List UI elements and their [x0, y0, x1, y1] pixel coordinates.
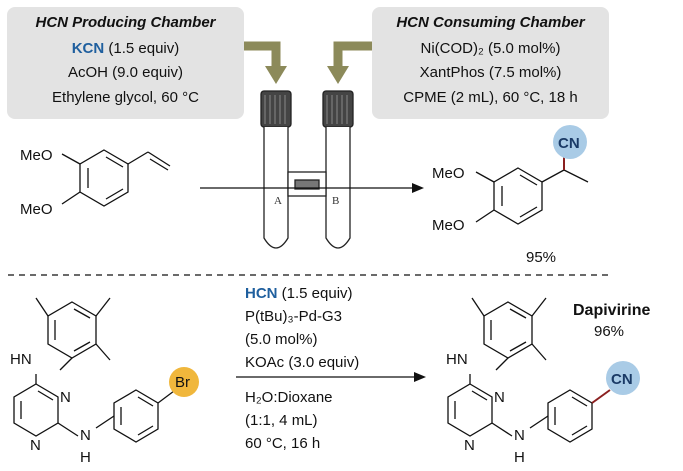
sm-n2-label: N: [30, 437, 41, 454]
olive-arrow-left: [244, 41, 281, 70]
catalyst-loading-line: (5.0 mol%): [245, 331, 318, 348]
kcn-label: KCN: [71, 40, 105, 57]
solvent-line: H₂O:Dioxane: [245, 389, 333, 406]
time-temp-line: 60 °C, 16 h: [245, 435, 321, 452]
chamber-b-label: B: [332, 195, 339, 207]
prod-h-label: H: [514, 449, 525, 466]
olive-arrowhead-right: [327, 66, 349, 84]
cn-highlight-circle-bottom: [606, 361, 640, 395]
prod-hn-label: HN: [446, 351, 468, 368]
chamber-a-label: A: [274, 195, 282, 207]
cn-highlight-circle-top: [553, 125, 587, 159]
kcn-amount: (1.5 equiv): [104, 40, 180, 57]
hcn-amount: (1.5 equiv): [277, 285, 353, 302]
catalyst-line: P(tBu)₃-Pd-G3: [245, 308, 342, 325]
sm-h-label: H: [80, 449, 91, 466]
consuming-chamber-title: HCN Consuming Chamber: [396, 14, 585, 31]
top-arrowhead: [412, 183, 424, 193]
br-highlight-circle: [169, 367, 199, 397]
sm-nh-label: N: [80, 427, 91, 444]
producing-reagent-line: KCN (1.5 equiv): [7, 39, 244, 59]
sm-n1-label: N: [60, 389, 71, 406]
prod-n2-label: N: [464, 437, 475, 454]
prod-n1-label: N: [494, 389, 505, 406]
product-name: Dapivirine: [573, 302, 651, 319]
bottom-arrowhead: [414, 372, 426, 382]
sm-hn-label: HN: [10, 351, 32, 368]
dimethoxystyrene-structure: [61, 149, 171, 207]
dapivirine-structure: [447, 297, 593, 443]
hcn-consuming-chamber-box: HCN Consuming Chamber Ni(COD)₂ (5.0 mol%…: [372, 7, 609, 119]
acoh-line: AcOH (9.0 equiv): [67, 64, 184, 81]
hcn-producing-chamber-box: HCN Producing Chamber KCN (1.5 equiv) Ac…: [7, 7, 244, 119]
xantphos-line: XantPhos (7.5 mol%): [419, 64, 562, 81]
hcn-reagent-line: HCN (1.5 equiv): [245, 284, 353, 304]
cn-label-bottom: CN: [611, 371, 633, 388]
sm-meo-top: MeO: [20, 147, 53, 164]
olive-arrow-right: [333, 41, 372, 70]
hcn-label: HCN: [245, 285, 278, 302]
base-line: KOAc (3.0 equiv): [245, 354, 360, 371]
aryl-bromide-structure: [13, 297, 175, 443]
cn-label-top: CN: [558, 135, 580, 152]
prod-nh-label: N: [514, 427, 525, 444]
prod-meo-bottom: MeO: [432, 217, 465, 234]
ratio-line: (1:1, 4 mL): [245, 412, 318, 429]
top-yield: 95%: [526, 249, 556, 266]
cpme-line: CPME (2 mL), 60 °C, 18 h: [403, 89, 578, 106]
branched-nitrile-product: [475, 167, 589, 225]
producing-chamber-title: HCN Producing Chamber: [35, 14, 216, 31]
prod-meo-top: MeO: [432, 165, 465, 182]
two-chamber-vessel: [260, 90, 354, 249]
br-label: Br: [175, 374, 190, 391]
bottom-yield: 96%: [594, 323, 625, 340]
sm-meo-bottom: MeO: [20, 201, 53, 218]
olive-arrowhead-left: [265, 66, 287, 84]
nicod-line: Ni(COD)₂ (5.0 mol%): [420, 40, 561, 57]
solvent-temp-line: Ethylene glycol, 60 °C: [52, 89, 199, 106]
new-cn-bond-bottom: [591, 389, 611, 404]
